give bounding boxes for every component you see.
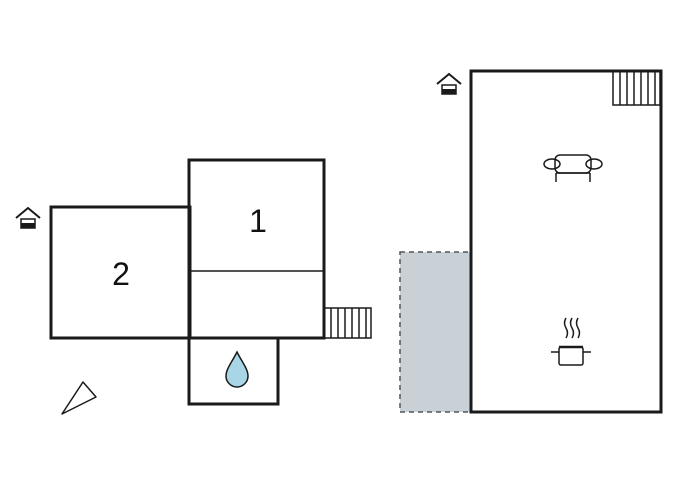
sofa-icon	[543, 154, 603, 182]
cooking-pot-icon	[551, 317, 591, 366]
room-2-label: 2	[112, 256, 130, 292]
room-1-label: 1	[249, 203, 267, 239]
right-stairs-icon	[612, 70, 661, 106]
north-arrow-icon	[61, 381, 97, 415]
room-1-outline	[187, 158, 326, 340]
terrace-area	[399, 251, 472, 413]
left-building: 1 2	[49, 158, 326, 406]
left-stairs-icon	[323, 307, 372, 339]
right-building-outline	[469, 69, 663, 414]
house-entrance-icon	[436, 72, 462, 95]
house-entrance-icon	[15, 206, 41, 229]
water-drop-icon	[225, 350, 249, 388]
bathroom-outline	[187, 336, 280, 406]
